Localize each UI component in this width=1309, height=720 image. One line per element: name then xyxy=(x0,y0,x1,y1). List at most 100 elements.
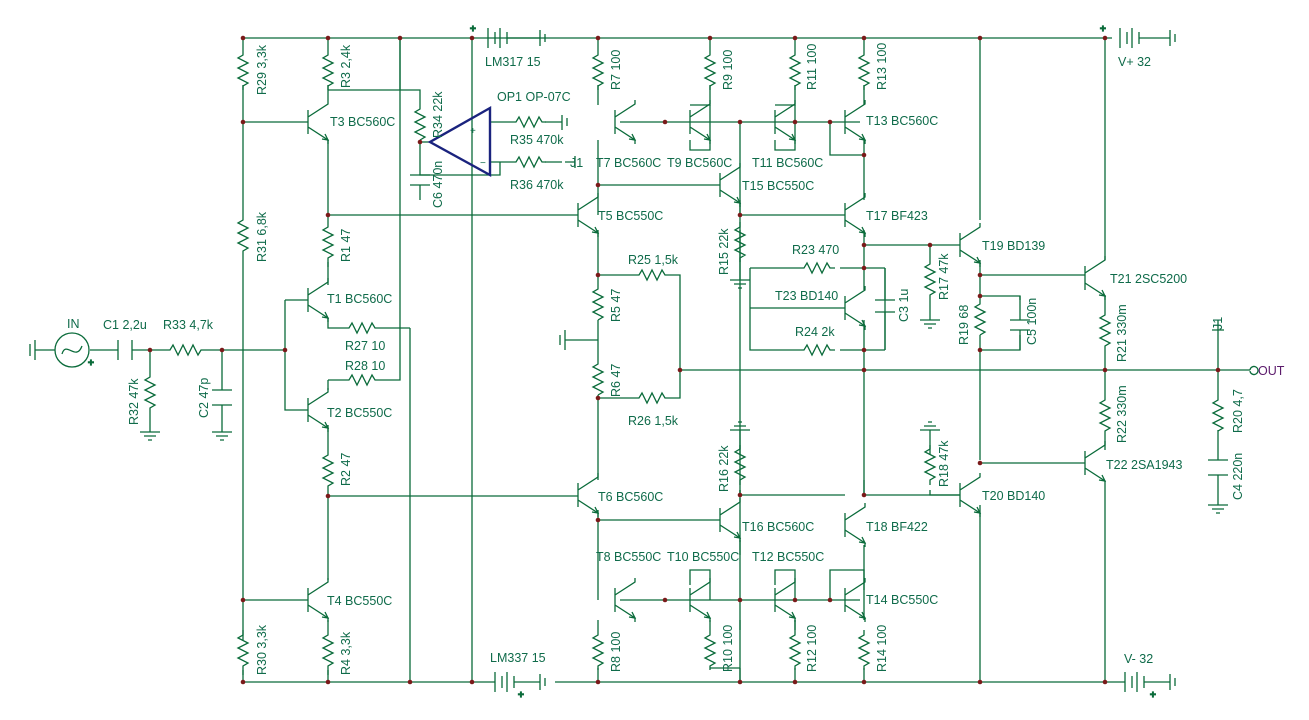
label-r36: R36 470k xyxy=(510,178,564,192)
label-t13: T13 BC560C xyxy=(866,114,938,128)
junction-dot xyxy=(861,35,867,41)
label-t16: T16 BC560C xyxy=(742,520,814,534)
transistor-t6 xyxy=(577,473,599,517)
label-r30: R30 3,3k xyxy=(255,624,269,675)
label-r20: R20 4,7 xyxy=(1231,389,1245,433)
junction-dot xyxy=(1215,367,1221,373)
transistor-arrow-t5 xyxy=(591,226,600,234)
junction-dot xyxy=(737,212,743,218)
capacitors xyxy=(117,174,1228,476)
transistor-arrow-t7 xyxy=(628,133,637,141)
label-r32: R32 47k xyxy=(127,378,141,425)
junction-dot xyxy=(407,679,413,685)
svg-text:+: + xyxy=(470,126,476,137)
transistor-t18 xyxy=(844,503,866,547)
transistor-arrow-t22 xyxy=(1098,474,1107,482)
junction-dot xyxy=(977,347,983,353)
transistor-arrow-t18 xyxy=(858,536,867,544)
label-r10: R10 100 xyxy=(721,625,735,672)
transistor-t19 xyxy=(959,223,981,267)
junction-dot xyxy=(595,395,601,401)
transistor-arrow-t3 xyxy=(321,133,330,141)
batteries: + + + + xyxy=(469,23,1170,702)
label-t9: T9 BC560C xyxy=(667,156,732,170)
junction-dot xyxy=(469,679,475,685)
transistor-arrow-t4 xyxy=(321,611,330,619)
label-t6: T6 BC560C xyxy=(598,490,663,504)
label-op1: OP1 OP-07C xyxy=(497,90,571,104)
junction-dot xyxy=(147,347,153,353)
label-r31: R31 6,8k xyxy=(255,211,269,262)
transistor-t4 xyxy=(307,578,329,622)
junction-dot xyxy=(827,597,833,603)
junction-dot xyxy=(861,679,867,685)
transistor-arrow-t21 xyxy=(1098,289,1107,297)
junction-dot xyxy=(240,597,246,603)
transistor-arrow-t13 xyxy=(858,133,867,141)
label-r22: R22 330m xyxy=(1115,385,1129,443)
junction-dot xyxy=(595,679,601,685)
junction-dot xyxy=(861,347,867,353)
label-lm317: LM317 15 xyxy=(485,55,541,69)
label-t20: T20 BD140 xyxy=(982,489,1045,503)
junction-dot xyxy=(219,347,225,353)
transistor-arrow-t1 xyxy=(321,311,330,319)
transistor-arrow-t23 xyxy=(858,319,867,327)
transistor-arrow-t15 xyxy=(733,196,742,204)
junction-dot xyxy=(737,119,743,125)
label-r33: R33 4,7k xyxy=(163,318,214,332)
junction-dot xyxy=(861,265,867,271)
label-c2: C2 47p xyxy=(197,378,211,418)
junction-dot xyxy=(792,35,798,41)
junction-dot xyxy=(827,119,833,125)
transistor-t22 xyxy=(1084,441,1106,485)
junction-dot xyxy=(927,242,933,248)
label-c1: C1 2,2u xyxy=(103,318,147,332)
label-c6: C6 470n xyxy=(431,161,445,208)
svg-text:+: + xyxy=(470,24,476,35)
label-t23: T23 BD140 xyxy=(775,289,838,303)
label-r1: R1 47 xyxy=(339,229,353,262)
label-out: OUT xyxy=(1258,364,1285,378)
svg-text:+: + xyxy=(88,358,94,369)
label-t12: T12 BC550C xyxy=(752,550,824,564)
label-r24: R24 2k xyxy=(795,325,835,339)
op-amp-symbol: + − xyxy=(427,105,492,178)
transistor-arrow-t12 xyxy=(788,611,797,619)
junction-dot xyxy=(677,367,683,373)
junction-dot xyxy=(240,35,246,41)
junction-dot xyxy=(240,679,246,685)
transistor-arrow-t14 xyxy=(858,611,867,619)
junction-dot xyxy=(792,679,798,685)
junction-dot xyxy=(792,119,798,125)
junction-dot xyxy=(707,35,713,41)
transistors xyxy=(307,100,1107,622)
label-t4: T4 BC550C xyxy=(327,594,392,608)
junction-dot xyxy=(469,35,475,41)
junction-dot xyxy=(240,119,246,125)
junction-dot xyxy=(977,293,983,299)
svg-text:+: + xyxy=(1100,24,1106,35)
junction-dot xyxy=(397,35,403,41)
label-r5: R5 47 xyxy=(609,289,623,322)
junction-dot xyxy=(325,679,331,685)
label-vminus: V- 32 xyxy=(1124,652,1153,666)
junctions xyxy=(147,35,1221,685)
junction-dot xyxy=(977,272,983,278)
label-t22: T22 2SA1943 xyxy=(1106,458,1182,472)
junction-dot xyxy=(1102,367,1108,373)
label-c3: C3 1u xyxy=(897,289,911,322)
label-r17: R17 47k xyxy=(937,253,951,300)
grounds xyxy=(29,30,1228,690)
transistor-t23 xyxy=(844,286,866,330)
label-t1: T1 BC560C xyxy=(327,292,392,306)
label-vplus: V+ 32 xyxy=(1118,55,1151,69)
label-t21: T21 2SC5200 xyxy=(1110,272,1187,286)
label-r34: R34 22k xyxy=(431,91,445,138)
label-r14: R14 100 xyxy=(875,625,889,672)
label-r4: R4 3,3k xyxy=(339,631,353,675)
label-r9: R9 100 xyxy=(721,50,735,90)
junction-dot xyxy=(977,460,983,466)
label-t11: T11 BC560C xyxy=(752,156,823,170)
label-t8: T8 BC550C xyxy=(596,550,661,564)
